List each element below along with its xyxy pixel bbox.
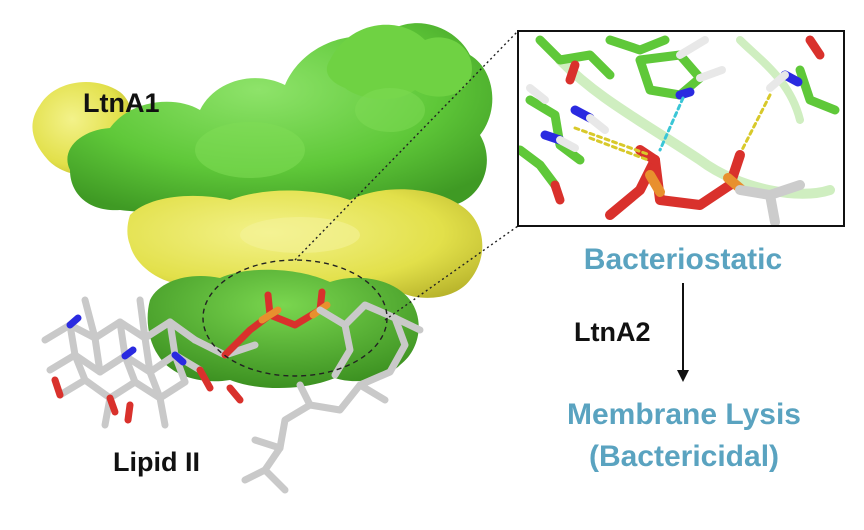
lipid-ii-label: Lipid II: [113, 447, 200, 477]
bactericidal-label: (Bactericidal): [588, 440, 780, 473]
ltna2-label: LtnA2: [574, 317, 651, 347]
lipid-ii-sticks: [41, 288, 424, 494]
membrane-lysis-label: Membrane Lysis: [567, 398, 801, 431]
surface-highlight: [355, 88, 425, 132]
ltna1-surface: [32, 23, 493, 388]
ltna1-label: LtnA1: [83, 88, 160, 118]
inset-border: [517, 30, 845, 227]
surface-highlight: [195, 122, 305, 178]
transition-arrow-head: [677, 370, 689, 382]
bacteriostatic-label: Bacteriostatic: [583, 243, 783, 276]
binding-site-highlight: [202, 259, 388, 377]
zoom-line-top: [294, 30, 519, 261]
surface-highlight: [240, 217, 360, 253]
zoom-line-bottom: [384, 225, 519, 321]
inset-panel: [517, 30, 845, 227]
surface-green-lower-lobe: [147, 269, 419, 388]
surface-green-top-ridge: [326, 24, 472, 100]
